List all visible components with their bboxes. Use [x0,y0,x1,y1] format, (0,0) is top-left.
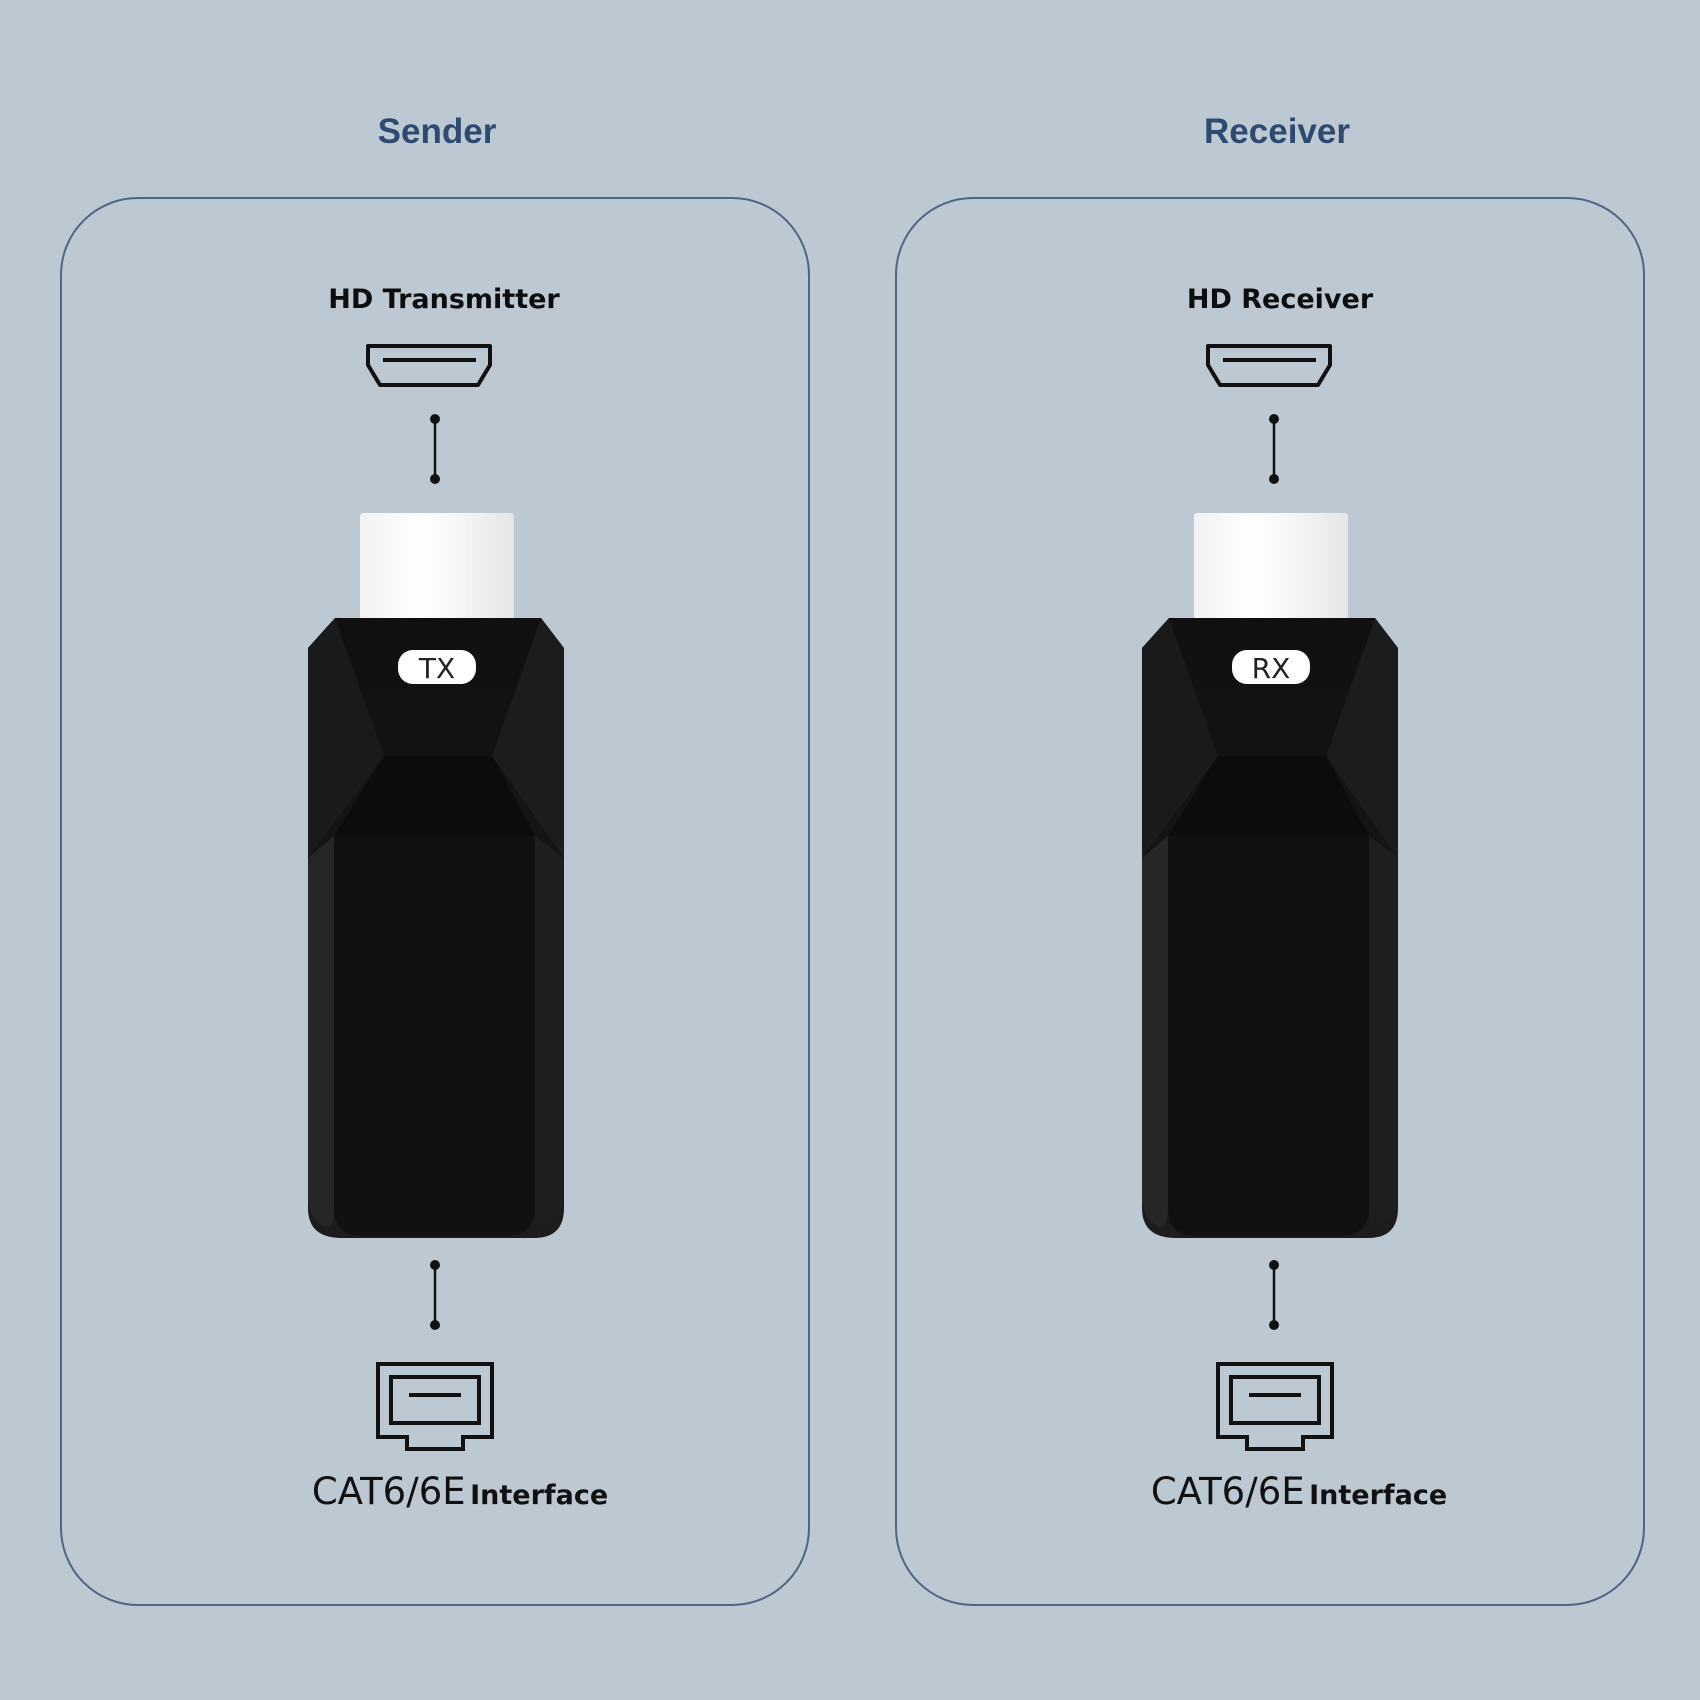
receiver-title: Receiver [1204,112,1350,151]
device-badge-tx: TX [418,652,455,685]
interface-word: Interface [470,1480,609,1511]
connector-line-icon [430,414,440,484]
connector-line-icon [1269,1260,1279,1330]
device-badge-rx: RX [1252,652,1291,685]
receiver-interface-label: CAT6/6E Interface [1089,1470,1509,1513]
sender-interface-label: CAT6/6E Interface [250,1470,670,1513]
interface-code: CAT6/6E [311,1470,466,1513]
hdmi-port-icon [366,344,492,387]
ethernet-port-icon [1216,1362,1334,1451]
sender-title: Sender [377,112,497,151]
hdmi-dongle-transmitter: TX [308,513,564,1238]
interface-word: Interface [1309,1480,1448,1511]
receiver-top-port-label: HD Receiver [1186,284,1374,315]
interface-code: CAT6/6E [1150,1470,1305,1513]
sender-top-port-label: HD Transmitter [328,284,560,315]
ethernet-port-icon [376,1362,494,1451]
hdmi-dongle-receiver: RX [1142,513,1398,1238]
connector-line-icon [430,1260,440,1330]
sender-panel [60,197,810,1606]
connector-line-icon [1269,414,1279,484]
hdmi-port-icon [1206,344,1332,387]
receiver-panel [895,197,1645,1606]
